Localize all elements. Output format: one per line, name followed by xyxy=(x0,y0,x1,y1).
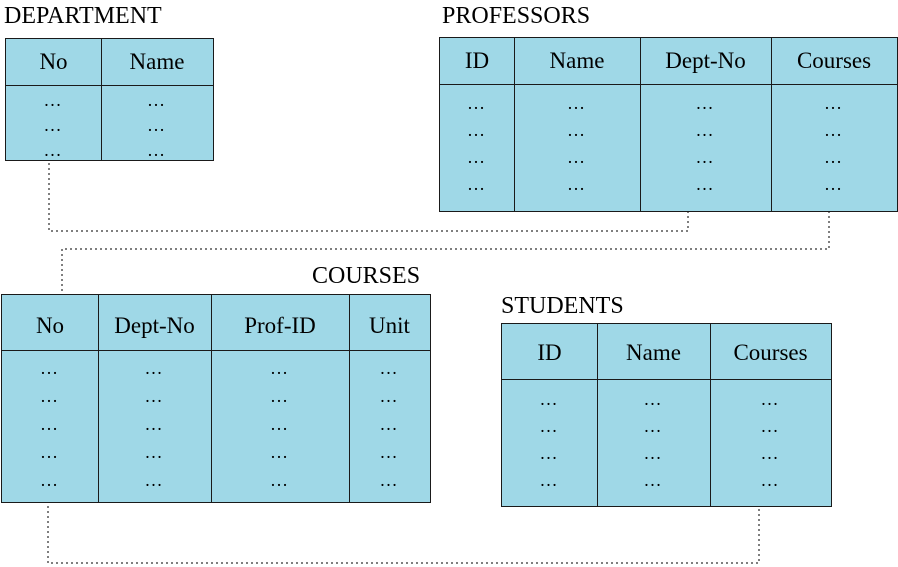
row-placeholder: … xyxy=(270,470,290,490)
row-placeholder: … xyxy=(695,93,716,113)
row-placeholder: … xyxy=(379,358,400,378)
row-placeholder: … xyxy=(144,442,165,462)
row-placeholder: … xyxy=(539,416,560,436)
column-divider xyxy=(211,295,212,502)
professors-header: ID Name Dept-No Courses xyxy=(440,38,897,85)
row-placeholder: … xyxy=(643,470,664,490)
row-placeholder: … xyxy=(40,358,60,378)
column-divider xyxy=(597,324,598,506)
column-header-dept-no: Dept-No xyxy=(114,313,195,338)
row-placeholder: … xyxy=(824,174,844,194)
column-divider xyxy=(514,38,515,211)
column-header-name: Name xyxy=(626,340,681,365)
row-placeholder: … xyxy=(760,443,781,463)
column-divider xyxy=(710,324,711,506)
row-placeholder: … xyxy=(270,414,290,434)
row-placeholder: … xyxy=(567,120,587,140)
column-divider xyxy=(771,38,772,211)
row-placeholder: … xyxy=(40,442,60,462)
row-placeholder: … xyxy=(643,416,664,436)
row-placeholder: … xyxy=(824,147,844,167)
row-placeholder: … xyxy=(467,120,487,140)
connector-department-professors xyxy=(48,158,689,232)
row-placeholder: … xyxy=(539,443,560,463)
row-placeholder: … xyxy=(144,414,165,434)
department-title: DEPARTMENT xyxy=(4,3,162,29)
department-header: No Name xyxy=(6,39,213,86)
row-placeholder: … xyxy=(43,140,64,160)
column-header-unit: Unit xyxy=(369,313,410,338)
row-placeholder: … xyxy=(695,120,716,140)
row-placeholder: … xyxy=(379,386,400,406)
column-header-no: No xyxy=(35,313,65,338)
professors-title: PROFESSORS xyxy=(442,3,591,29)
row-placeholder: … xyxy=(567,174,587,194)
students-header: ID Name Courses xyxy=(502,324,831,380)
column-header-courses: Courses xyxy=(796,48,872,73)
row-placeholder: … xyxy=(539,389,560,409)
row-placeholder: … xyxy=(147,140,167,160)
row-placeholder: … xyxy=(539,470,560,490)
row-placeholder: … xyxy=(760,416,781,436)
row-placeholder: … xyxy=(379,414,400,434)
row-placeholder: … xyxy=(467,147,487,167)
column-header-id: ID xyxy=(464,48,490,73)
column-header-no: No xyxy=(39,49,68,74)
row-placeholder: … xyxy=(643,443,664,463)
row-placeholder: … xyxy=(43,90,64,110)
column-divider xyxy=(640,38,641,211)
row-placeholder: … xyxy=(40,414,60,434)
row-placeholder: … xyxy=(379,470,400,490)
row-placeholder: … xyxy=(144,386,165,406)
department-table: No Name … … … … … … xyxy=(5,38,214,161)
students-table: ID Name Courses … … … … … … … … … … … … xyxy=(501,323,832,507)
column-header-courses: Courses xyxy=(733,340,808,365)
row-placeholder: … xyxy=(144,470,165,490)
row-placeholder: … xyxy=(760,389,781,409)
professors-table: ID Name Dept-No Courses … … … … … … … … … xyxy=(439,37,898,212)
row-placeholder: … xyxy=(147,115,167,135)
column-header-dept-no: Dept-No xyxy=(665,48,746,73)
column-divider xyxy=(101,39,102,160)
row-placeholder: … xyxy=(270,358,290,378)
connector-professors-courses xyxy=(61,211,830,292)
courses-table: No Dept-No Prof-ID Unit … … … … … … … … … xyxy=(1,294,431,503)
row-placeholder: … xyxy=(270,386,290,406)
row-placeholder: … xyxy=(695,147,716,167)
courses-header: No Dept-No Prof-ID Unit xyxy=(2,295,430,351)
column-header-prof-id: Prof-ID xyxy=(244,313,316,338)
row-placeholder: … xyxy=(144,358,165,378)
connector-courses-students xyxy=(47,506,760,564)
column-header-name: Name xyxy=(129,49,185,74)
row-placeholder: … xyxy=(43,115,64,135)
row-placeholder: … xyxy=(467,174,487,194)
column-divider xyxy=(98,295,99,502)
row-placeholder: … xyxy=(379,442,400,462)
row-placeholder: … xyxy=(40,386,60,406)
row-placeholder: … xyxy=(567,147,587,167)
row-placeholder: … xyxy=(695,174,716,194)
column-header-name: Name xyxy=(549,48,605,73)
row-placeholder: … xyxy=(270,442,290,462)
column-divider xyxy=(349,295,350,502)
row-placeholder: … xyxy=(147,90,167,110)
row-placeholder: … xyxy=(760,470,781,490)
row-placeholder: … xyxy=(643,389,664,409)
row-placeholder: … xyxy=(824,120,844,140)
row-placeholder: … xyxy=(40,470,60,490)
courses-title: COURSES xyxy=(312,263,421,289)
students-title: STUDENTS xyxy=(501,293,624,319)
column-header-id: ID xyxy=(537,340,562,365)
row-placeholder: … xyxy=(567,93,587,113)
row-placeholder: … xyxy=(824,93,844,113)
row-placeholder: … xyxy=(467,93,487,113)
